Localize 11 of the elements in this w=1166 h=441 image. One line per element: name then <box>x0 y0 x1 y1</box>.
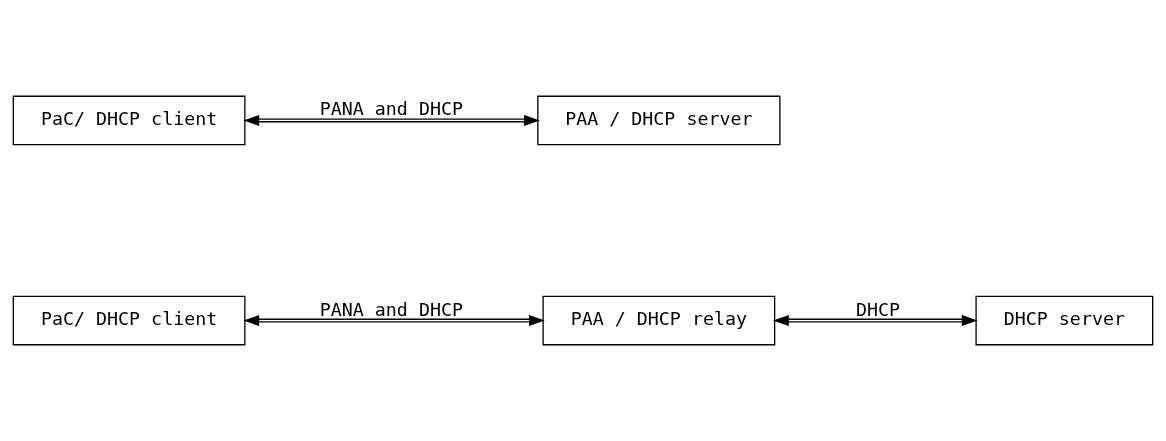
node-box: PaC/ DHCP client <box>12 295 246 346</box>
edge-label: PANA and DHCP <box>319 98 463 120</box>
node-box: PAA / DHCP relay <box>542 295 776 346</box>
node-box: PaC/ DHCP client <box>12 95 246 146</box>
node-box: PAA / DHCP server <box>537 95 781 146</box>
arrow <box>773 315 978 327</box>
arrow <box>243 315 545 327</box>
node-box: DHCP server <box>975 295 1154 346</box>
arrow <box>243 114 540 126</box>
edge-label: PANA and DHCP <box>319 298 463 320</box>
edge-label: DHCP <box>855 298 901 320</box>
